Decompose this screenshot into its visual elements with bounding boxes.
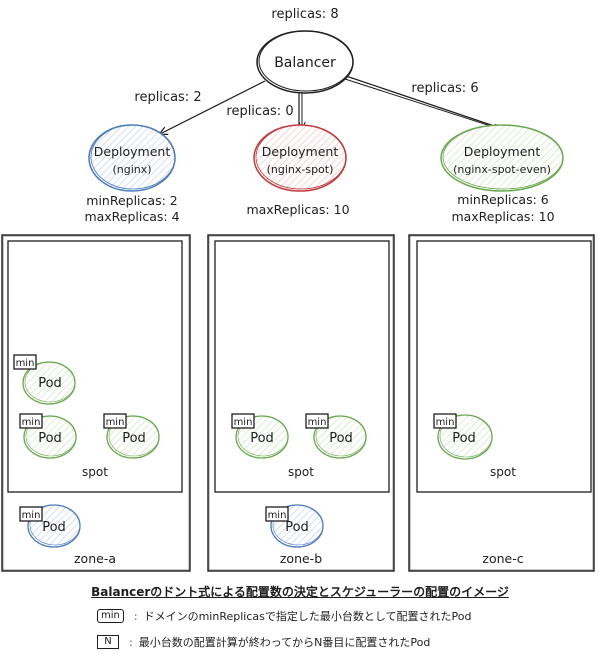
zone-a-spot-label: spot xyxy=(82,465,108,479)
pod-label: Pod xyxy=(452,431,476,446)
deployment-nginx-param-1: maxReplicas: 4 xyxy=(84,209,179,224)
deployment-nginx-spot-even-param-0: minReplicas: 6 xyxy=(457,192,548,207)
pod-label: Pod xyxy=(38,431,62,446)
pod-min-badge: min xyxy=(268,510,287,521)
pod[interactable]: Pod min xyxy=(103,413,160,459)
deployment-nginx-spot-even-sub: (nginx-spot-even) xyxy=(453,163,551,176)
legend-min-text: ドメインのminReplicasで指定した最小台数として配置されたPod xyxy=(143,610,472,623)
edge-label-nginx-spot-even: replicas: 6 xyxy=(411,81,478,96)
pod[interactable]: Pod min xyxy=(305,413,367,459)
pod-min-badge: min xyxy=(22,510,41,521)
legend-item-n: N : 最小台数の配置計算が終わってからN番目に配置されたPod xyxy=(97,633,430,651)
zone-b-spot-area: spot xyxy=(214,240,390,493)
zone-b: spot zone-b xyxy=(207,234,395,572)
deployment-nginx-spot-sub: (nginx-spot) xyxy=(267,163,334,176)
deployment-nginx-spot-title: Deployment xyxy=(262,144,339,159)
zone-b-label: zone-b xyxy=(280,551,322,566)
deployment-nginx-sub: (nginx) xyxy=(112,163,151,176)
deployment-nginx-param-0: minReplicas: 2 xyxy=(86,193,177,208)
legend-separator: : xyxy=(133,609,138,623)
legend-item-min: min : ドメインのminReplicasで指定した最小台数として配置されたP… xyxy=(97,607,471,625)
pod-min-badge: min xyxy=(16,358,35,369)
deployment-nginx[interactable]: Deployment (nginx) xyxy=(88,124,176,192)
edge-label-nginx: replicas: 2 xyxy=(134,90,201,105)
deployment-nginx-spot-even-title: Deployment xyxy=(464,144,541,159)
legend-separator: : xyxy=(129,635,133,649)
pod[interactable]: Pod min xyxy=(19,504,81,548)
zone-a-label: zone-a xyxy=(74,551,116,566)
legend-n-badge: N xyxy=(97,635,119,649)
edge-nginx-spot: replicas: 0 xyxy=(226,92,302,128)
zone-c-spot-area: spot xyxy=(416,240,592,493)
balancer-replicas-label: replicas: 8 xyxy=(271,7,338,22)
pod-label: Pod xyxy=(285,520,309,535)
balancer-node[interactable]: Balancer xyxy=(256,30,354,94)
pod-min-badge: min xyxy=(22,417,41,428)
legend-min-badge: min xyxy=(97,609,124,623)
pod-label: Pod xyxy=(122,431,146,446)
deployment-nginx-title: Deployment xyxy=(94,144,171,159)
pod[interactable]: Pod min xyxy=(13,354,76,405)
edge-nginx-spot-even: replicas: 6 xyxy=(344,75,500,129)
pod-min-badge: min xyxy=(436,417,455,428)
deployment-nginx-spot-even-param-1: maxReplicas: 10 xyxy=(451,209,554,224)
pod[interactable]: Pod min xyxy=(19,413,77,459)
pod-min-badge: min xyxy=(234,417,253,428)
zone-c: spot zone-c xyxy=(408,234,595,572)
deployment-nginx-spot[interactable]: Deployment (nginx-spot) xyxy=(253,124,347,192)
legend-n-text: 最小台数の配置計算が終わってからN番目に配置されたPod xyxy=(138,636,431,649)
pod-label: Pod xyxy=(250,431,274,446)
zone-b-spot-label: spot xyxy=(288,465,314,479)
pod-min-badge: min xyxy=(106,417,125,428)
zone-c-label: zone-c xyxy=(482,551,523,566)
pod-min-badge: min xyxy=(308,417,327,428)
pod[interactable]: Pod min xyxy=(231,413,289,459)
zone-c-spot-label: spot xyxy=(490,465,516,479)
balancer-label: Balancer xyxy=(274,55,336,71)
deployment-nginx-spot-even[interactable]: Deployment (nginx-spot-even) xyxy=(440,124,564,192)
pod-label: Pod xyxy=(38,376,62,391)
pod[interactable]: Pod min xyxy=(265,504,324,548)
pod-label: Pod xyxy=(42,520,66,535)
diagram-caption: Balancerのドント式による配置数の決定とスケジューラーの配置のイメージ xyxy=(91,585,509,599)
pod[interactable]: Pod min xyxy=(433,413,493,460)
deployment-nginx-spot-param-0: maxReplicas: 10 xyxy=(246,202,349,217)
zone-a-spot-area: spot xyxy=(7,240,183,493)
edge-label-nginx-spot: replicas: 0 xyxy=(226,104,293,119)
edge-nginx: replicas: 2 xyxy=(134,80,266,134)
zone-a: spot zone-a xyxy=(1,234,191,572)
pod-label: Pod xyxy=(329,431,353,446)
